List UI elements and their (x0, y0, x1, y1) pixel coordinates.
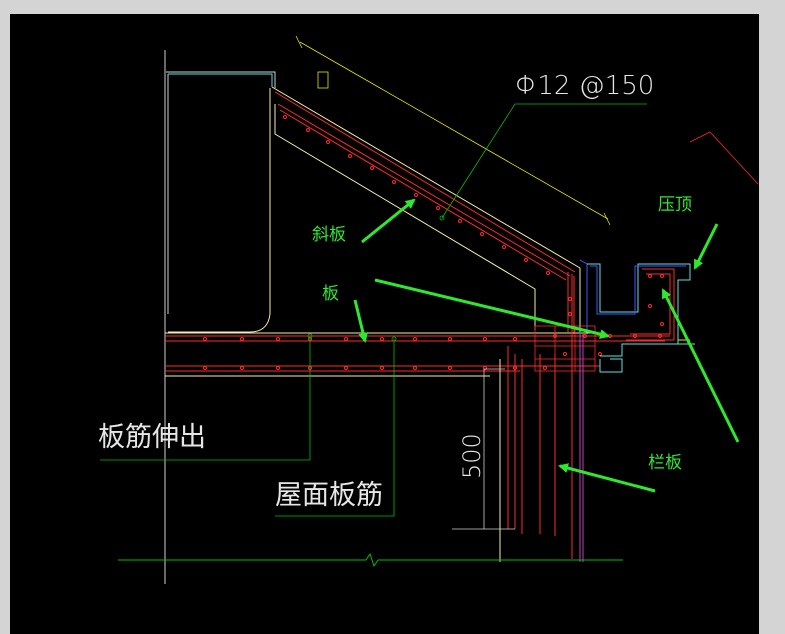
ground-line (118, 552, 623, 568)
roof-slab-rebar-dots (203, 334, 662, 370)
inclined-dimension (295, 35, 611, 226)
annotation-arrows (353, 198, 740, 493)
arrow-coping-inner (661, 288, 740, 443)
leader-lines (100, 103, 647, 517)
cad-drawing-canvas: 500 Φ12 @150 斜板 板 压顶 栏板 板筋伸出 屋面板筋 (10, 14, 759, 634)
dimension-500-label: 500 (458, 433, 486, 479)
arrow-inclined-slab (361, 198, 416, 244)
roof-slab-rebar-label: 屋面板筋 (275, 480, 383, 511)
section-detail-drawing: 500 Φ12 @150 斜板 板 压顶 栏板 板筋伸出 屋面板筋 (98, 35, 759, 584)
left-wall (164, 50, 276, 584)
rebar-spec-label: Φ12 @150 (515, 71, 654, 101)
arrow-coping (693, 223, 719, 270)
arrow-parapet (558, 463, 656, 493)
slab-rebar-extension-label: 板筋伸出 (98, 422, 206, 453)
arrow-joint (374, 278, 610, 339)
parapet-label: 栏板 (648, 453, 682, 473)
coping-label: 压顶 (658, 195, 692, 215)
inclined-slab-rebar-dots (283, 115, 572, 316)
coping (587, 263, 695, 373)
inclined-slab-outline (271, 86, 588, 334)
dimension-500 (452, 368, 515, 530)
arrow-slab (353, 299, 368, 343)
slab-label: 板 (322, 284, 339, 304)
parapet-rebars (499, 274, 584, 562)
edge-line (689, 131, 759, 185)
inclined-slab-label: 斜板 (312, 225, 346, 245)
